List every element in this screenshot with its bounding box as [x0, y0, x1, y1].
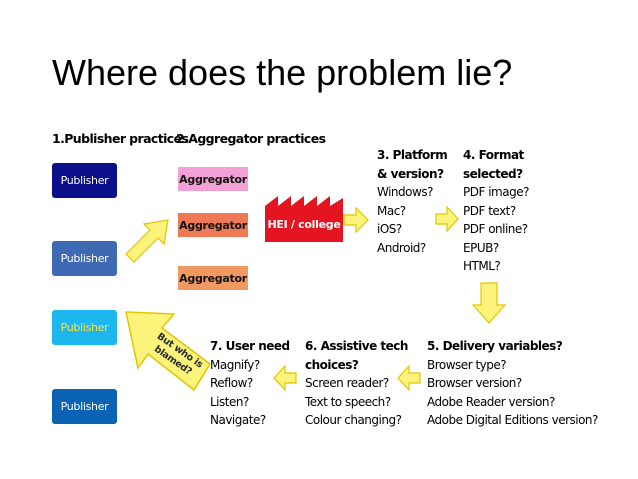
publisher-box-1: Publisher	[52, 163, 117, 198]
format-item: PDF online?	[463, 222, 528, 236]
aggregator-label: Aggregator	[179, 172, 247, 186]
publisher-label: Publisher	[60, 252, 109, 265]
assistive-tech-block: 6. Assistive tech choices? Screen reader…	[305, 337, 408, 430]
format-item: HTML?	[463, 259, 501, 273]
delivery-item: Browser type?	[427, 357, 507, 372]
platform-heading-line-1: 3. Platform	[377, 148, 448, 162]
assistive-heading-line-2: choices?	[305, 357, 359, 372]
assistive-item: Text to speech?	[305, 394, 391, 409]
publisher-label: Publisher	[60, 321, 109, 334]
aggregator-practices-header: 2.Aggregator practices	[176, 131, 326, 146]
arrow-right-icon	[343, 206, 369, 234]
assistive-item: Colour changing?	[305, 413, 402, 427]
format-item: PDF image?	[463, 185, 529, 199]
blame-arrow-icon: But who is blamed?	[125, 311, 211, 392]
platform-version-block: 3. Platform & version? Windows? Mac? iOS…	[377, 146, 448, 257]
format-heading-line-1: 4. Format	[463, 148, 524, 162]
publisher-practices-header: 1.Publisher practices	[52, 131, 189, 146]
user-need-item: Reflow?	[210, 376, 253, 390]
arrow-down-icon	[471, 282, 507, 324]
platform-item: Windows?	[377, 185, 433, 199]
arrow-right-icon	[435, 205, 459, 233]
delivery-variables-block: 5. Delivery variables? Browser type? Bro…	[427, 337, 598, 430]
user-need-block: 7. User need Magnify? Reflow? Listen? Na…	[210, 337, 290, 430]
delivery-item: Adobe Reader version?	[427, 394, 555, 409]
user-need-item: Navigate?	[210, 413, 266, 427]
delivery-item: Browser version?	[427, 376, 522, 390]
arrow-up-right-icon	[125, 219, 169, 263]
format-selected-block: 4. Format selected? PDF image? PDF text?…	[463, 146, 529, 276]
hei-college-factory-icon: HEI / college	[265, 196, 343, 242]
publisher-box-3: Publisher	[52, 310, 117, 345]
platform-item: iOS?	[377, 222, 402, 236]
user-need-item: Listen?	[210, 394, 249, 409]
slide-title: Where does the problem lie?	[52, 52, 513, 93]
arrow-left-icon	[273, 364, 297, 392]
blame-arrow-shape	[125, 311, 211, 392]
aggregator-box-2: Aggregator	[178, 213, 248, 237]
platform-item: Android?	[377, 240, 426, 255]
hei-college-shape	[265, 196, 343, 242]
delivery-heading: 5. Delivery variables?	[427, 339, 563, 353]
arrow-left-icon	[397, 364, 421, 392]
publisher-box-2: Publisher	[52, 241, 117, 276]
aggregator-label: Aggregator	[179, 218, 247, 232]
aggregator-label: Aggregator	[179, 271, 247, 285]
aggregator-box-1: Aggregator	[178, 167, 248, 191]
user-need-heading: 7. User need	[210, 339, 290, 353]
platform-item: Mac?	[377, 203, 406, 218]
user-need-item: Magnify?	[210, 357, 260, 372]
publisher-label: Publisher	[60, 174, 109, 187]
aggregator-box-3: Aggregator	[178, 266, 248, 290]
delivery-item: Adobe Digital Editions version?	[427, 413, 598, 427]
assistive-heading-line-1: 6. Assistive tech	[305, 339, 408, 353]
hei-college-label: HEI / college	[267, 218, 340, 231]
format-heading-line-2: selected?	[463, 166, 523, 181]
platform-heading-line-2: & version?	[377, 166, 444, 181]
publisher-label: Publisher	[60, 400, 109, 413]
format-item: EPUB?	[463, 240, 499, 255]
assistive-item: Screen reader?	[305, 376, 389, 390]
publisher-box-4: Publisher	[52, 389, 117, 424]
format-item: PDF text?	[463, 203, 516, 218]
